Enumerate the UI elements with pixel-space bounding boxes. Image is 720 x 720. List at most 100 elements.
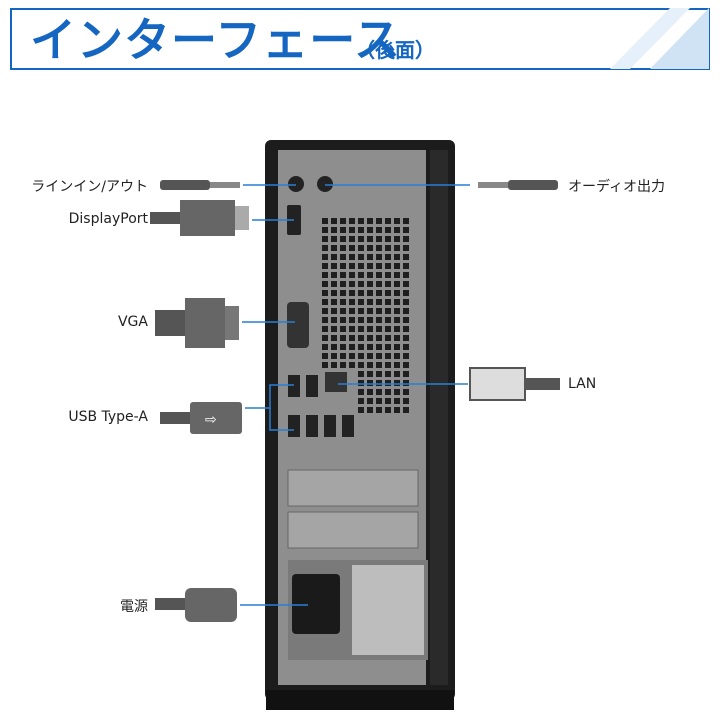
vent-hole (358, 335, 364, 341)
vent-hole (385, 272, 391, 278)
vent-hole (403, 362, 409, 368)
vent-hole (349, 308, 355, 314)
vent-hole (340, 335, 346, 341)
vent-hole (331, 281, 337, 287)
audio-plug-left-icon (160, 180, 240, 190)
vga-plug-icon (155, 298, 239, 348)
vent-hole (385, 218, 391, 224)
vent-hole (367, 344, 373, 350)
vent-hole (367, 326, 373, 332)
page-title: インターフェース (30, 13, 401, 67)
vent-hole (331, 299, 337, 305)
page-subtitle: （後面） (355, 38, 435, 62)
vent-hole (367, 263, 373, 269)
vent-hole (367, 407, 373, 413)
vent-hole (358, 263, 364, 269)
vent-hole (331, 272, 337, 278)
vent-hole (322, 317, 328, 323)
vent-hole (385, 317, 391, 323)
vent-hole (358, 254, 364, 260)
vent-hole (394, 380, 400, 386)
vent-hole (403, 335, 409, 341)
vent-hole (340, 218, 346, 224)
displayport-plug-icon (150, 200, 249, 236)
vent-hole (322, 344, 328, 350)
vent-hole (322, 299, 328, 305)
vent-hole (331, 353, 337, 359)
line-in-out-jack (288, 176, 304, 192)
label-usb-type-a: USB Type-A (68, 409, 148, 425)
vent-hole (322, 353, 328, 359)
vent-hole (403, 326, 409, 332)
vent-hole (340, 317, 346, 323)
vent-hole (376, 317, 382, 323)
vent-hole (349, 263, 355, 269)
vent-hole (349, 362, 355, 368)
vent-hole (340, 299, 346, 305)
vent-hole (349, 326, 355, 332)
vent-hole (322, 245, 328, 251)
header-stripe (650, 8, 709, 69)
vent-hole (403, 281, 409, 287)
vent-hole (367, 380, 373, 386)
vent-hole (340, 227, 346, 233)
vent-hole (349, 236, 355, 242)
vent-hole (358, 344, 364, 350)
vent-hole (385, 254, 391, 260)
vent-hole (376, 371, 382, 377)
vent-hole (367, 362, 373, 368)
vent-hole (376, 218, 382, 224)
vent-hole (331, 245, 337, 251)
vent-hole (385, 281, 391, 287)
expansion-slots (287, 469, 419, 549)
vent-hole (385, 380, 391, 386)
vent-hole (403, 380, 409, 386)
vent-hole (403, 308, 409, 314)
vent-hole (385, 245, 391, 251)
vent-hole (394, 308, 400, 314)
vent-hole (358, 389, 364, 395)
vent-hole (340, 353, 346, 359)
vent-hole (403, 371, 409, 377)
vent-hole (376, 308, 382, 314)
vent-hole (331, 218, 337, 224)
vent-hole (358, 380, 364, 386)
vent-hole (385, 236, 391, 242)
vent-hole (367, 227, 373, 233)
vent-hole (385, 326, 391, 332)
label-vga: VGA (117, 314, 148, 330)
vent-hole (322, 290, 328, 296)
vent-hole (358, 227, 364, 233)
vent-hole (394, 389, 400, 395)
vent-hole (394, 254, 400, 260)
vent-hole (376, 362, 382, 368)
vent-hole (367, 398, 373, 404)
vent-hole (403, 290, 409, 296)
vent-hole (385, 362, 391, 368)
label-line-in-out: ラインイン/アウト (31, 179, 148, 195)
vent-hole (367, 290, 373, 296)
vent-hole (358, 245, 364, 251)
vent-hole (385, 290, 391, 296)
vent-hole (349, 245, 355, 251)
vent-hole (376, 344, 382, 350)
vent-hole (403, 398, 409, 404)
vent-hole (358, 299, 364, 305)
vent-hole (349, 317, 355, 323)
vent-hole (322, 236, 328, 242)
vent-hole (331, 290, 337, 296)
vent-hole (376, 398, 382, 404)
vent-hole (385, 398, 391, 404)
vent-hole (385, 407, 391, 413)
vent-hole (367, 353, 373, 359)
vent-hole (394, 362, 400, 368)
vent-hole (340, 272, 346, 278)
vent-hole (403, 353, 409, 359)
vent-hole (376, 380, 382, 386)
vent-hole (394, 407, 400, 413)
vent-hole (385, 371, 391, 377)
vent-hole (331, 335, 337, 341)
vent-hole (376, 227, 382, 233)
vent-hole (403, 299, 409, 305)
vent-hole (394, 236, 400, 242)
